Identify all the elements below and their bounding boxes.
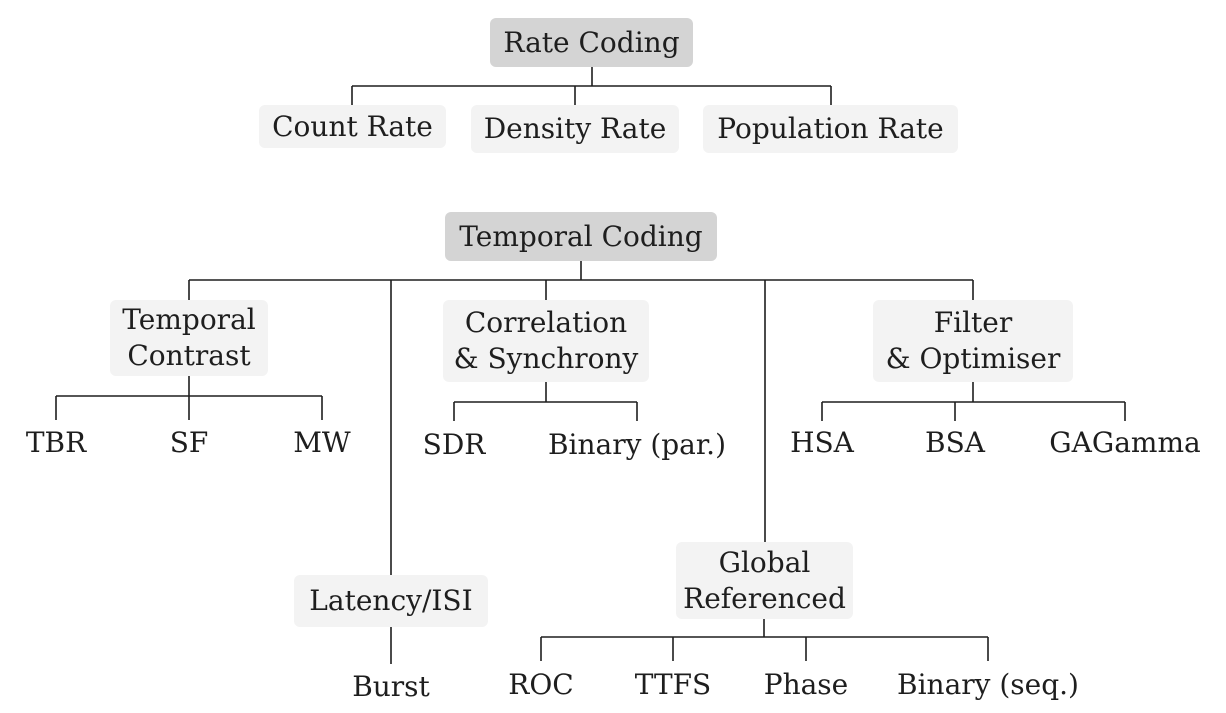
hsa-node: HSA xyxy=(772,424,872,462)
gagamma-label: GAGamma xyxy=(1049,426,1201,459)
phase-node: Phase xyxy=(746,666,866,704)
count-rate-node: Count Rate xyxy=(259,105,446,148)
latency-isi-node: Latency/ISI xyxy=(294,575,488,627)
latency-isi-label: Latency/ISI xyxy=(309,584,473,617)
sdr-node: SDR xyxy=(409,426,499,464)
binary-seq-node: Binary (seq.) xyxy=(882,666,1094,704)
correlation-label-line1: Correlation xyxy=(464,306,628,339)
temporal-contrast-node: Temporal Contrast xyxy=(110,300,268,376)
roc-label: ROC xyxy=(508,668,574,701)
rate-coding-node: Rate Coding xyxy=(490,18,693,67)
phase-label: Phase xyxy=(763,668,849,701)
filter-label-line2: & Optimiser xyxy=(885,342,1061,375)
filter-label-line1: Filter xyxy=(933,306,1013,339)
filter-optimiser-node: Filter & Optimiser xyxy=(873,300,1073,382)
temporal-coding-label: Temporal Coding xyxy=(459,219,703,253)
tbr-label: TBR xyxy=(25,426,87,459)
tbr-node: TBR xyxy=(6,424,106,462)
rate-coding-label: Rate Coding xyxy=(503,25,680,59)
correlation-label-line2: & Synchrony xyxy=(453,342,639,375)
global-label-line2: Referenced xyxy=(683,581,846,615)
bsa-label: BSA xyxy=(925,426,985,459)
bsa-node: BSA xyxy=(905,424,1005,462)
hsa-label: HSA xyxy=(790,426,854,459)
temporal-contrast-label-line1: Temporal xyxy=(122,303,256,336)
binary-par-label: Binary (par.) xyxy=(547,428,727,461)
roc-node: ROC xyxy=(491,666,591,704)
global-label-line1: Global xyxy=(718,545,811,579)
correlation-synchrony-node: Correlation & Synchrony xyxy=(443,300,649,382)
global-referenced-node: Global Referenced xyxy=(676,542,853,619)
count-rate-label: Count Rate xyxy=(272,109,433,143)
burst-node: Burst xyxy=(336,668,446,706)
ttfs-label: TTFS xyxy=(634,668,712,701)
binary-par-node: Binary (par.) xyxy=(532,426,742,464)
binary-seq-label: Binary (seq.) xyxy=(897,668,1079,701)
density-rate-label: Density Rate xyxy=(483,112,667,145)
temporal-coding-node: Temporal Coding xyxy=(445,212,717,261)
gagamma-node: GAGamma xyxy=(1035,424,1215,462)
temporal-contrast-label-line2: Contrast xyxy=(127,339,251,372)
burst-label: Burst xyxy=(352,670,430,703)
sdr-label: SDR xyxy=(422,428,486,461)
density-rate-node: Density Rate xyxy=(471,105,679,153)
sf-node: SF xyxy=(149,424,229,462)
mw-label: MW xyxy=(293,426,351,459)
ttfs-node: TTFS xyxy=(618,666,728,704)
population-rate-label: Population Rate xyxy=(717,112,944,145)
sf-label: SF xyxy=(169,426,209,459)
mw-node: MW xyxy=(277,424,367,462)
population-rate-node: Population Rate xyxy=(703,105,958,153)
